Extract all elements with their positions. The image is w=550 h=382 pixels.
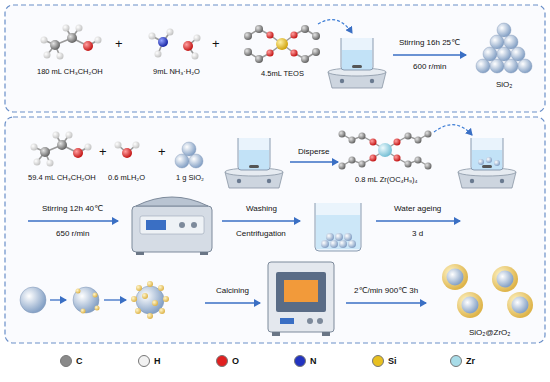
reagent-label: 4.5mL TEOS (261, 70, 304, 79)
core-shell-particles (442, 264, 533, 318)
step-label: Centrifugation (236, 229, 286, 238)
condition-label: Stirring 12h 40℃ (42, 204, 103, 213)
legend-swatch (138, 355, 150, 367)
teos-molecule (244, 25, 320, 63)
plus-sign: + (99, 145, 107, 160)
legend-label: H (154, 356, 161, 366)
process-arrow (28, 220, 118, 222)
magnetic-stirrer (225, 138, 283, 188)
process-arrow (393, 54, 466, 56)
muffle-furnace (268, 262, 334, 336)
product-label: SiO₂@ZrO₂ (469, 328, 510, 337)
reagent-label: 9mL NH₃·H₂O (153, 68, 200, 77)
process-arrow (205, 302, 260, 304)
reagent-label: 0.6 mLH₂O (108, 174, 145, 183)
silica-spheres (476, 23, 532, 73)
legend-label: C (76, 356, 83, 366)
reagent-label: 1 g SiO₂ (176, 174, 204, 183)
silica-spheres (478, 157, 500, 166)
condition-label: Stirring 16h 25℃ (399, 38, 460, 47)
water-molecule (115, 142, 140, 159)
magnetic-stirrer (328, 38, 386, 88)
legend-label: Si (388, 356, 397, 366)
ethanol-molecule (31, 132, 92, 167)
step-label: Water ageing (394, 204, 441, 213)
plus-sign: + (212, 37, 220, 52)
ammonia-water-molecule (149, 29, 201, 60)
condition-label: 650 r/min (56, 229, 89, 238)
ageing-beaker (315, 203, 361, 251)
legend-swatch (60, 355, 72, 367)
step-label: Disperse (298, 147, 330, 156)
magnetic-stirrer (458, 138, 516, 188)
step-label: Calcining (216, 286, 249, 295)
condition-label: 600 r/min (413, 62, 446, 71)
reagent-label: 0.8 mL Zr(OC₄H₉)₄ (355, 176, 418, 185)
process-arrow (290, 161, 338, 163)
pour-arrow (318, 20, 352, 33)
zirconium-butoxide-molecule (339, 131, 432, 170)
pour-arrow (434, 125, 472, 135)
centrifuge (132, 197, 212, 255)
product-label: SiO₂ (496, 80, 512, 89)
process-arrow (376, 220, 460, 222)
reagent-label: 180 mL CH₃CH₂OH (37, 68, 103, 77)
plus-sign: + (115, 37, 123, 52)
legend-swatch (216, 355, 228, 367)
process-arrow (346, 302, 426, 304)
plus-sign: + (158, 145, 166, 160)
legend-label: Zr (466, 356, 475, 366)
process-arrow (222, 220, 300, 222)
dashed-panel (5, 5, 545, 343)
legend-label: O (232, 356, 239, 366)
legend-label: N (310, 356, 317, 366)
coating-evolution (20, 281, 169, 319)
reagent-label: 59.4 mL CH₃CH₂OH (28, 174, 96, 183)
step-label: Washing (246, 204, 277, 213)
legend-swatch (294, 355, 306, 367)
legend-swatch (372, 355, 384, 367)
legend-swatch (450, 355, 462, 367)
condition-label: 2℃/min 900℃ 3h (354, 286, 418, 295)
condition-label: 3 d (412, 229, 423, 238)
ethanol-molecule (41, 25, 102, 60)
silica-spheres (175, 142, 203, 168)
